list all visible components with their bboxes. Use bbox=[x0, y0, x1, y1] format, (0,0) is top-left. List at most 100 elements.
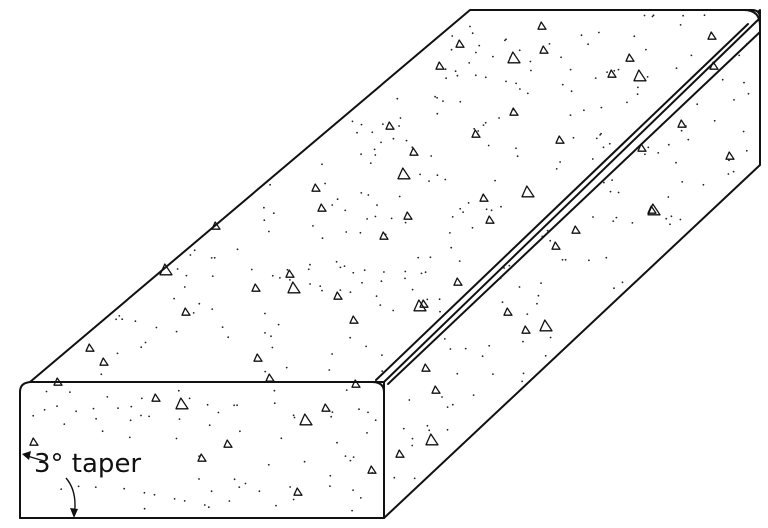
concrete-speck bbox=[570, 90, 573, 93]
concrete-speck bbox=[211, 275, 214, 277]
aggregate-stone bbox=[197, 453, 207, 462]
concrete-speck bbox=[393, 476, 396, 479]
taper-angle-arrowhead bbox=[70, 508, 78, 518]
concrete-speck bbox=[381, 370, 384, 372]
concrete-speck bbox=[352, 456, 355, 458]
aggregate-stone bbox=[85, 343, 95, 352]
concrete-speck bbox=[508, 264, 511, 267]
aggregate-stone bbox=[539, 45, 549, 54]
concrete-speck bbox=[657, 152, 660, 154]
concrete-speck bbox=[227, 336, 230, 339]
aggregate-stone bbox=[397, 167, 411, 180]
concrete-speck bbox=[331, 411, 334, 413]
concrete-speck bbox=[321, 163, 323, 166]
aggregate-stone bbox=[395, 449, 405, 458]
concrete-speck bbox=[608, 142, 611, 145]
concrete-speck bbox=[228, 500, 231, 502]
concrete-speck bbox=[494, 179, 496, 182]
concrete-speck bbox=[451, 403, 454, 406]
concrete-speck bbox=[592, 216, 594, 218]
concrete-speck bbox=[613, 69, 616, 72]
concrete-speck bbox=[444, 178, 447, 181]
concrete-speck bbox=[339, 266, 342, 269]
concrete-speck bbox=[189, 254, 192, 256]
concrete-speck bbox=[515, 147, 517, 150]
concrete-speck bbox=[264, 312, 266, 315]
concrete-speck bbox=[188, 397, 191, 400]
aggregate-stone bbox=[251, 283, 261, 292]
concrete-speck bbox=[530, 69, 532, 72]
concrete-speck bbox=[484, 121, 487, 124]
concrete-speck bbox=[681, 181, 684, 183]
concrete-speck bbox=[643, 14, 646, 17]
aggregate-stone bbox=[293, 487, 303, 496]
concrete-speck bbox=[482, 124, 485, 126]
concrete-speck bbox=[285, 366, 288, 369]
concrete-speck bbox=[436, 96, 438, 99]
concrete-speck bbox=[504, 39, 506, 42]
concrete-speck bbox=[349, 459, 352, 462]
concrete-speck bbox=[264, 370, 267, 373]
concrete-speck bbox=[549, 336, 552, 339]
concrete-speck bbox=[351, 120, 354, 123]
concrete-speck bbox=[239, 430, 241, 433]
concrete-speck bbox=[349, 336, 352, 339]
groove-line-lower bbox=[387, 31, 761, 385]
concrete-speck bbox=[474, 74, 477, 77]
concrete-speck bbox=[375, 295, 378, 297]
concrete-speck bbox=[442, 100, 444, 102]
concrete-speck bbox=[198, 302, 201, 305]
concrete-speck bbox=[303, 460, 306, 463]
concrete-speck bbox=[140, 414, 142, 417]
concrete-speck bbox=[95, 417, 97, 420]
concrete-speck bbox=[101, 430, 104, 433]
concrete-speck bbox=[376, 204, 378, 207]
aggregate-stone bbox=[413, 299, 427, 312]
concrete-speck bbox=[335, 260, 338, 263]
concrete-speck bbox=[449, 348, 452, 350]
aggregate-stone bbox=[633, 69, 647, 82]
aggregate-stone bbox=[385, 121, 395, 130]
concrete-speck bbox=[501, 301, 504, 304]
concrete-speck bbox=[129, 419, 132, 422]
aggregate-stone bbox=[53, 377, 63, 386]
concrete-speck bbox=[626, 101, 628, 104]
concrete-speck bbox=[588, 259, 590, 262]
concrete-speck bbox=[615, 216, 618, 219]
concrete-speck bbox=[94, 486, 97, 488]
concrete-speck bbox=[594, 77, 597, 79]
concrete-speck bbox=[213, 256, 216, 259]
concrete-speck bbox=[746, 42, 748, 45]
concrete-speck bbox=[675, 67, 678, 70]
concrete-speck bbox=[703, 14, 706, 17]
concrete-speck bbox=[742, 130, 745, 133]
concrete-speck bbox=[609, 190, 612, 193]
concrete-speck bbox=[471, 226, 474, 229]
concrete-speck bbox=[499, 277, 502, 280]
concrete-speck bbox=[177, 389, 180, 392]
concrete-speck bbox=[193, 249, 196, 252]
concrete-speck bbox=[646, 76, 649, 78]
concrete-speck bbox=[450, 246, 453, 249]
concrete-speck bbox=[140, 346, 143, 349]
concrete-speck bbox=[559, 161, 561, 163]
concrete-speck bbox=[665, 217, 668, 220]
concrete-speck bbox=[359, 231, 362, 234]
concrete-speck bbox=[351, 509, 353, 512]
concrete-speck bbox=[690, 54, 693, 57]
concrete-speck bbox=[478, 44, 481, 47]
concrete-speck bbox=[483, 194, 486, 197]
concrete-speck bbox=[99, 364, 102, 367]
concrete-speck bbox=[379, 304, 382, 306]
concrete-speck bbox=[183, 286, 186, 288]
concrete-speck bbox=[464, 347, 467, 350]
concrete-speck bbox=[436, 112, 439, 115]
concrete-speck bbox=[392, 309, 395, 312]
concrete-speck bbox=[518, 286, 521, 288]
concrete-speck bbox=[153, 493, 156, 496]
aggregate-stone bbox=[287, 281, 301, 294]
aggregate-stone bbox=[421, 363, 431, 372]
groove-line-upper bbox=[375, 23, 749, 381]
aggregate-stone bbox=[453, 277, 463, 286]
concrete-speck bbox=[456, 372, 459, 375]
